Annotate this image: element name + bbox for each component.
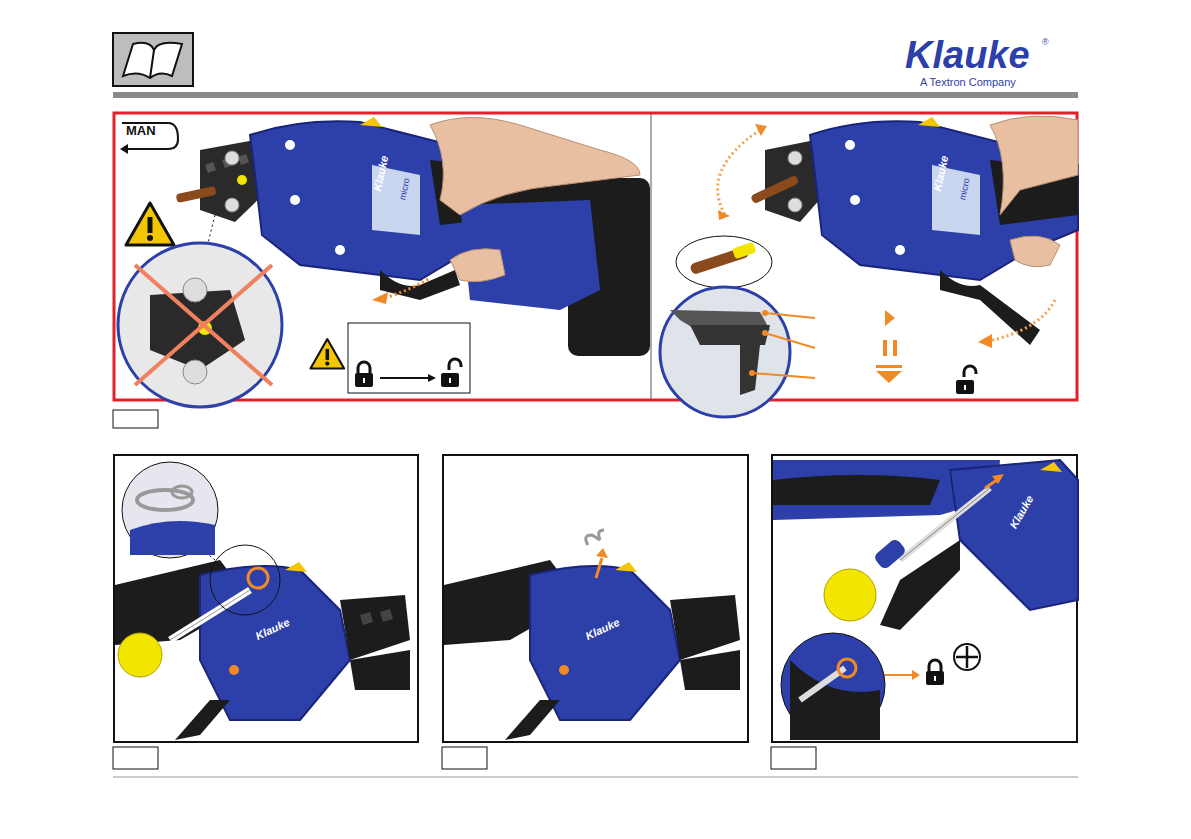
- crimp-tool: [773, 460, 1078, 630]
- book-icon: [113, 33, 193, 86]
- crimp-tool: [750, 116, 1078, 345]
- brand-subtitle: A Textron Company: [920, 77, 1016, 88]
- crimp-tool: [115, 560, 410, 740]
- manual-mode-badge: MAN: [118, 121, 180, 157]
- badge-text: MAN: [126, 124, 166, 137]
- registered-mark: ®: [1042, 38, 1049, 47]
- crimp-tool: [444, 560, 740, 740]
- detail-inset: [118, 243, 282, 407]
- brand-logo: Klauke: [905, 36, 1030, 74]
